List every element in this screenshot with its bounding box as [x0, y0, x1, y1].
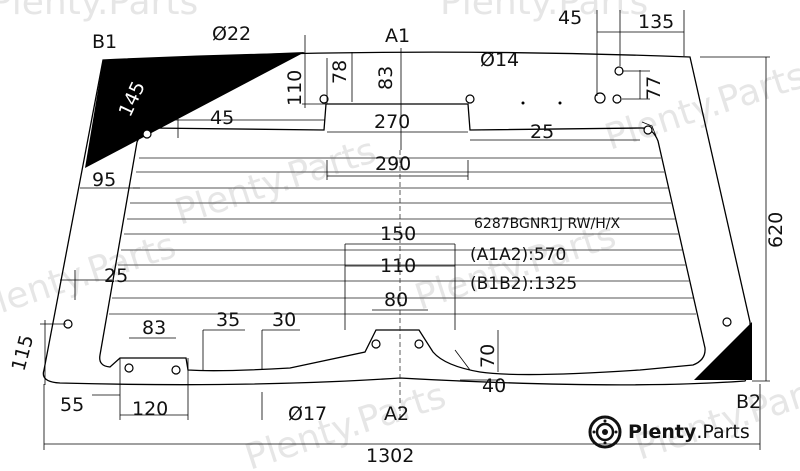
dim-45-top: 45 — [558, 7, 582, 29]
dim-70: 70 — [477, 344, 499, 368]
dim-25-left: 25 — [104, 265, 128, 287]
label-hole-17: Ø17 — [288, 403, 327, 425]
brand-tld: .Parts — [696, 421, 750, 443]
label-hole-14: Ø14 — [480, 49, 519, 71]
dim-78: 78 — [329, 60, 351, 84]
label-a2: A2 — [384, 403, 409, 425]
dim-1302: 1302 — [366, 445, 414, 467]
dim-620: 620 — [765, 212, 787, 248]
dim-115: 115 — [8, 333, 39, 374]
dim-110-center: 110 — [380, 255, 416, 277]
black-corner-top-left — [85, 52, 305, 168]
dim-80: 80 — [384, 289, 408, 311]
heater-field-outline — [99, 103, 706, 376]
label-a1: A1 — [385, 25, 410, 47]
dim-270: 270 — [374, 111, 410, 133]
brake-disc-icon — [588, 415, 622, 449]
label-b1: B1 — [92, 31, 117, 53]
info-line-b1b2: (B1B2):1325 — [470, 274, 577, 294]
dim-150: 150 — [380, 223, 416, 245]
dimension-lines — [40, 10, 770, 450]
watermark-text: Plenty.Parts — [440, 0, 648, 23]
label-hole-22: Ø22 — [212, 23, 251, 45]
watermark-text: Plenty.Parts — [0, 225, 181, 328]
glass-outline — [42, 51, 752, 386]
brand-logo: Plenty.Parts — [588, 414, 750, 450]
watermark-text: Plenty.Parts — [170, 130, 381, 233]
dim-77: 77 — [643, 76, 665, 100]
label-b2: B2 — [736, 391, 761, 413]
black-corner-bottom-right — [694, 322, 752, 380]
heater-terminals — [139, 121, 657, 139]
info-line-a1a2: (A1A2):570 — [470, 245, 566, 265]
brand-name: Plenty — [628, 421, 697, 443]
dim-35: 35 — [216, 309, 240, 331]
part-code: 6287BGNR1J RW/H/X — [474, 216, 620, 232]
dim-120: 120 — [132, 398, 168, 420]
watermark-text: Plenty.Parts — [0, 0, 198, 23]
dim-55: 55 — [60, 394, 84, 416]
watermark-text: Plenty.Parts — [240, 375, 451, 471]
dim-83-bottom: 83 — [142, 317, 166, 339]
dim-290: 290 — [375, 153, 411, 175]
heater-lines — [109, 157, 696, 315]
dim-40: 40 — [482, 375, 506, 397]
dim-30: 30 — [272, 309, 296, 331]
dim-83-top: 83 — [375, 66, 397, 90]
dim-135: 135 — [638, 11, 674, 33]
dim-45-left: 45 — [210, 107, 234, 129]
dim-25-right: 25 — [530, 121, 554, 143]
mounting-holes — [63, 64, 732, 375]
dim-95: 95 — [92, 169, 116, 191]
dim-110-top: 110 — [284, 70, 306, 106]
